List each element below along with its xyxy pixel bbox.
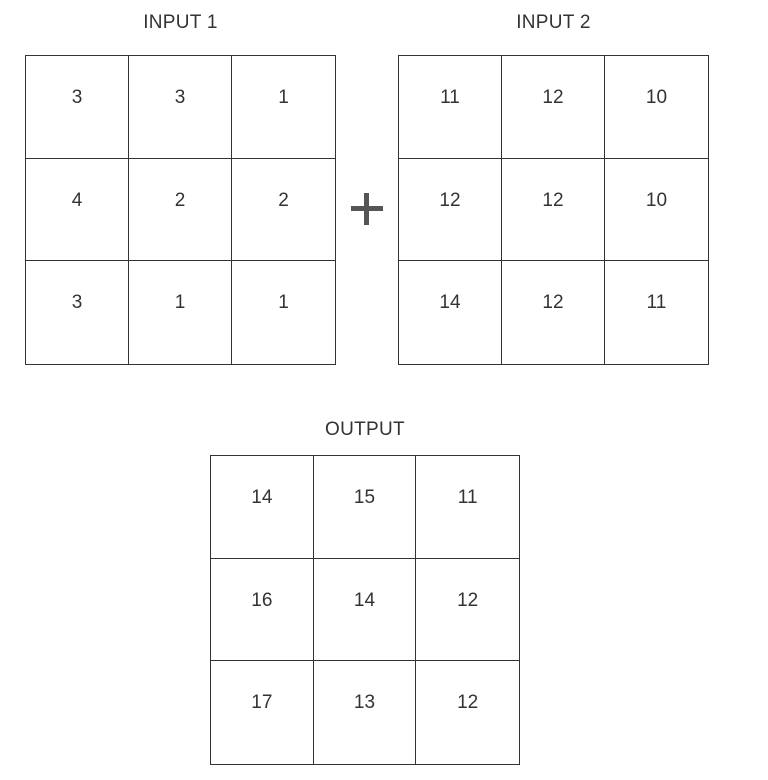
matrix-cell: 3 <box>129 56 232 159</box>
matrix-cell: 14 <box>211 456 314 559</box>
cell-value: 1 <box>278 292 289 314</box>
cell-value: 17 <box>251 692 273 714</box>
cell-value: 3 <box>174 87 186 108</box>
cell-value: 10 <box>645 87 668 108</box>
cell-value: 11 <box>457 487 478 508</box>
input-2-label: INPUT 2 <box>516 12 591 33</box>
matrix-cell: 12 <box>502 261 605 364</box>
cell-value: 1 <box>278 87 289 108</box>
cell-value: 2 <box>174 189 186 211</box>
matrix-cell: 10 <box>605 56 708 159</box>
matrix-cell: 12 <box>416 559 519 662</box>
matrix-cell: 17 <box>211 661 314 764</box>
matrix-cell: 3 <box>26 261 129 364</box>
input-2-matrix: 11 12 10 12 12 10 14 12 11 <box>398 55 709 365</box>
cell-value: 3 <box>71 87 83 108</box>
cell-value: 13 <box>353 692 376 714</box>
matrix-cell: 2 <box>129 158 232 262</box>
matrix-cell: 14 <box>313 558 417 662</box>
cell-value: 12 <box>542 189 564 211</box>
cell-value: 12 <box>542 87 564 108</box>
matrix-cell: 13 <box>314 661 417 764</box>
input-1-matrix: 3 3 1 4 2 2 3 1 1 <box>25 55 336 365</box>
matrix-cell: 2 <box>232 159 335 262</box>
cell-value: 10 <box>645 189 668 211</box>
matrix-cell: 15 <box>313 456 417 559</box>
matrix-cell: 11 <box>399 56 502 159</box>
cell-value: 15 <box>353 487 376 508</box>
output-matrix: 14 15 11 16 14 12 17 13 12 <box>210 455 520 765</box>
input-1-label: INPUT 1 <box>143 12 218 33</box>
matrix-cell: 1 <box>232 56 335 159</box>
cell-value: 4 <box>71 189 83 211</box>
cell-value: 14 <box>251 487 273 508</box>
matrix-cell: 14 <box>399 261 502 364</box>
matrix-cell: 16 <box>211 558 314 662</box>
cell-value: 12 <box>457 589 479 611</box>
cell-value: 16 <box>251 589 273 611</box>
cell-value: 3 <box>71 292 83 314</box>
cell-value: 11 <box>646 292 667 314</box>
matrix-cell: 4 <box>26 158 129 262</box>
cell-value: 14 <box>353 589 376 611</box>
matrix-cell: 12 <box>502 56 605 159</box>
cell-value: 1 <box>174 292 186 314</box>
plus-icon <box>351 193 383 225</box>
matrix-cell: 1 <box>129 261 232 364</box>
cell-value: 14 <box>439 292 461 314</box>
matrix-cell: 10 <box>605 159 708 262</box>
matrix-cell: 12 <box>502 158 605 262</box>
cell-value: 11 <box>440 87 460 108</box>
matrix-cell: 11 <box>605 261 708 364</box>
cell-value: 2 <box>278 189 289 211</box>
cell-value: 12 <box>542 292 564 314</box>
matrix-cell: 11 <box>416 456 519 559</box>
matrix-cell: 12 <box>416 661 519 764</box>
matrix-cell: 3 <box>26 56 129 159</box>
output-label: OUTPUT <box>325 419 405 440</box>
cell-value: 12 <box>439 189 461 211</box>
matrix-cell: 12 <box>399 158 502 262</box>
matrix-cell: 1 <box>232 261 335 364</box>
cell-value: 12 <box>457 692 479 714</box>
